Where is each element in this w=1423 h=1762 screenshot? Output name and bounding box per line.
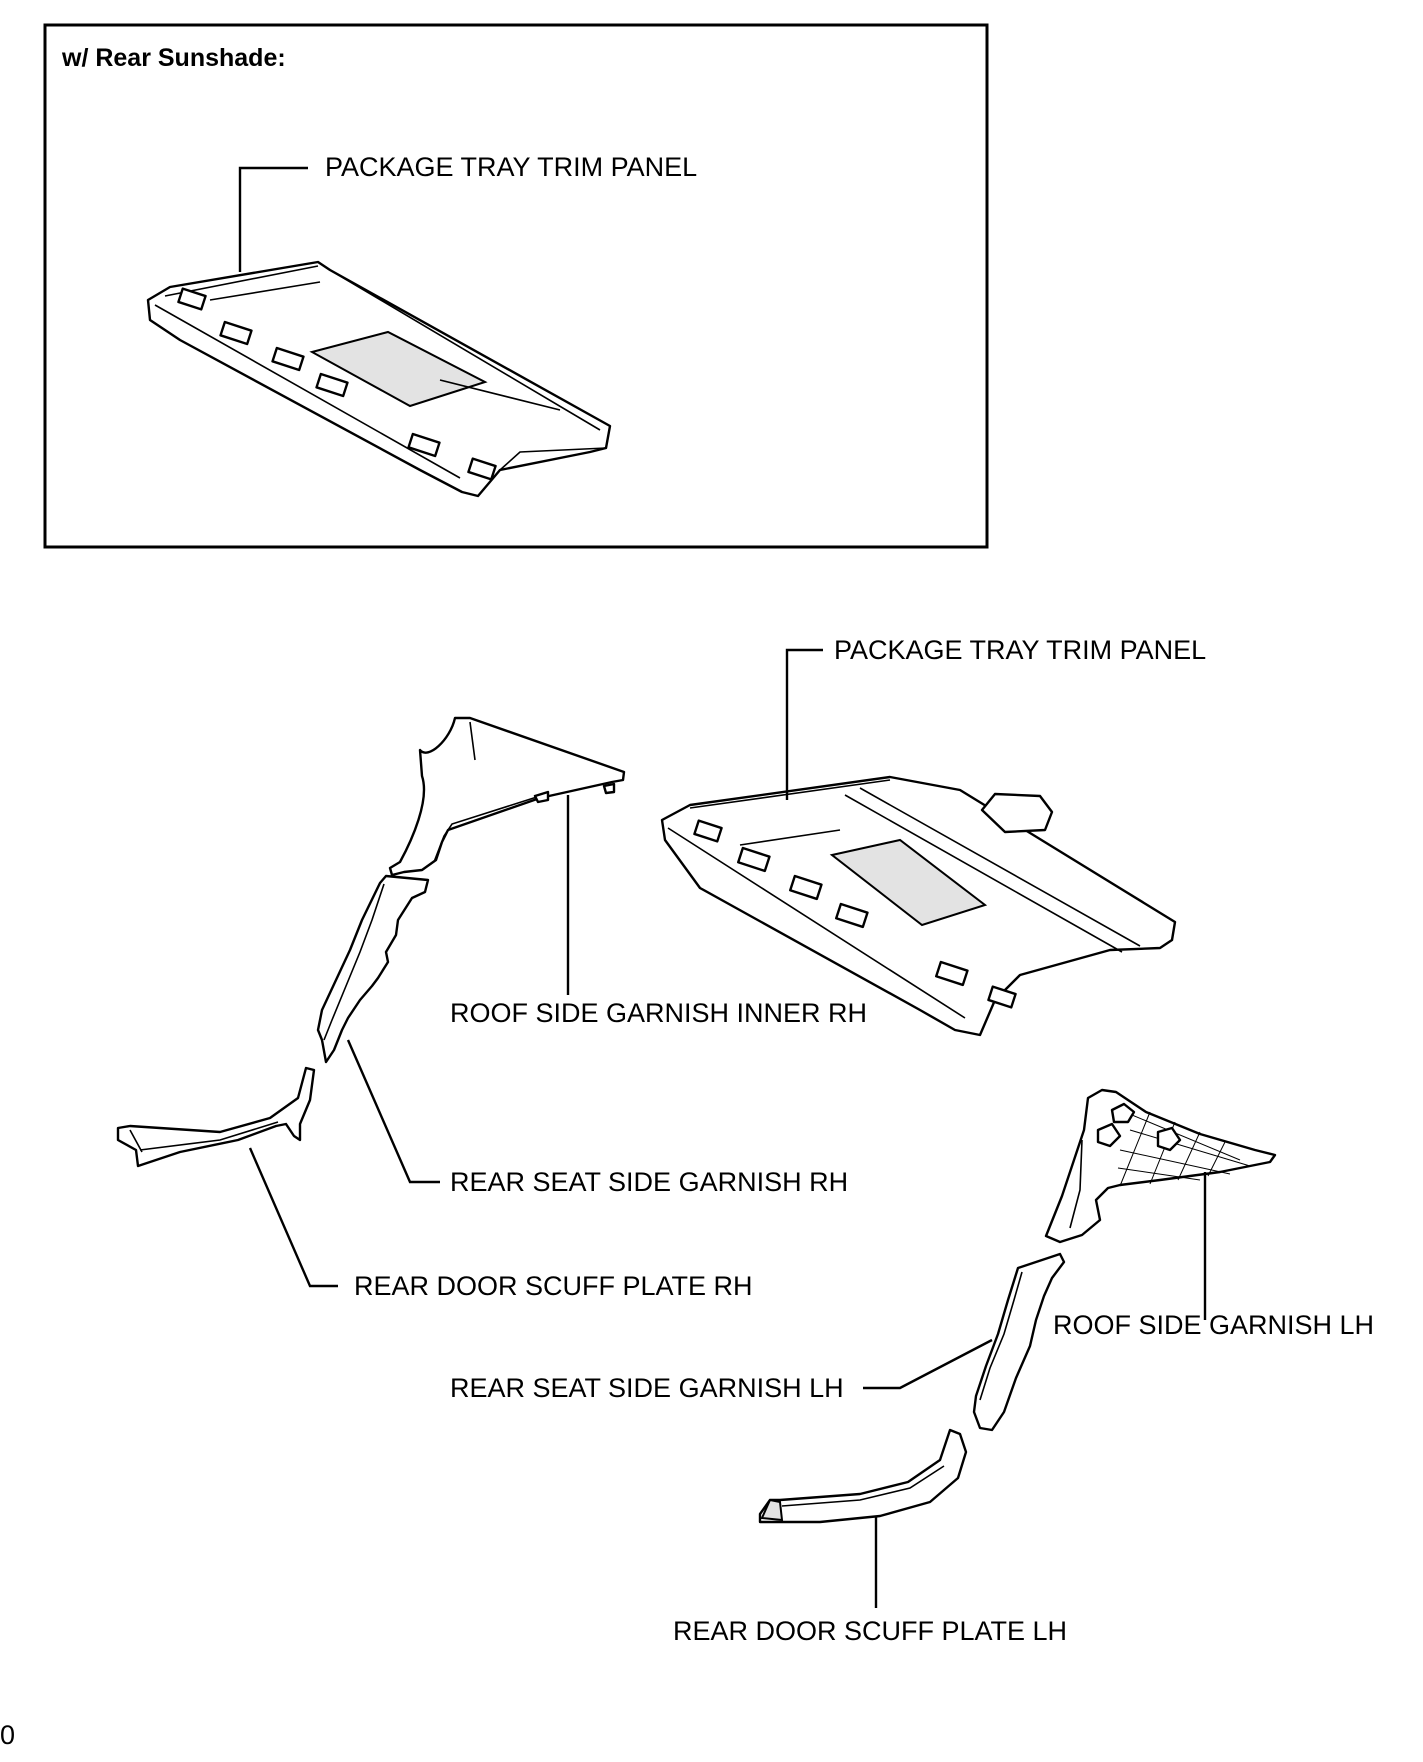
inset-frame [43, 23, 989, 549]
rear-seat-side-garnish-rh [316, 874, 430, 1064]
rear-door-scuff-plate-rh [116, 1066, 316, 1168]
rear-door-scuff-plate-lh [758, 1428, 968, 1524]
inset-package-tray-leader [238, 166, 308, 272]
roof-side-garnish-lh [1044, 1088, 1277, 1244]
rear-seat-side-garnish-lh-leader [863, 1338, 993, 1390]
rear-seat-side-garnish-lh-label: REAR SEAT SIDE GARNISH LH [450, 1373, 844, 1403]
roof-side-garnish-lh-hatching [1117, 1109, 1251, 1187]
main-package-tray-label: PACKAGE TRAY TRIM PANEL [834, 635, 1206, 665]
rear-seat-side-garnish-lh [972, 1252, 1066, 1432]
inset-package-tray-trim-panel [146, 260, 612, 498]
main-package-tray-trim-panel [660, 775, 1177, 1037]
rear-door-scuff-plate-rh-label: REAR DOOR SCUFF PLATE RH [354, 1271, 753, 1301]
inset-heading: w/ Rear Sunshade: [61, 44, 286, 72]
rear-seat-side-garnish-rh-leader [346, 1039, 440, 1184]
inset-box: w/ Rear Sunshade: PACKAGE TRAY TRIM PANE… [43, 23, 989, 549]
rear-seat-side-garnish-rh-label: REAR SEAT SIDE GARNISH RH [450, 1167, 848, 1197]
figure-code: 0 [0, 1720, 15, 1750]
inset-package-tray-label: PACKAGE TRAY TRIM PANEL [325, 152, 697, 182]
roof-side-garnish-inner-rh [388, 716, 626, 877]
main-package-tray-leader [785, 648, 823, 800]
rear-door-scuff-plate-lh-label: REAR DOOR SCUFF PLATE LH [673, 1616, 1067, 1646]
roof-side-garnish-lh-label: ROOF SIDE GARNISH LH [1053, 1310, 1374, 1340]
roof-side-garnish-inner-rh-label: ROOF SIDE GARNISH INNER RH [450, 998, 867, 1028]
rear-door-scuff-plate-rh-leader [248, 1147, 338, 1288]
